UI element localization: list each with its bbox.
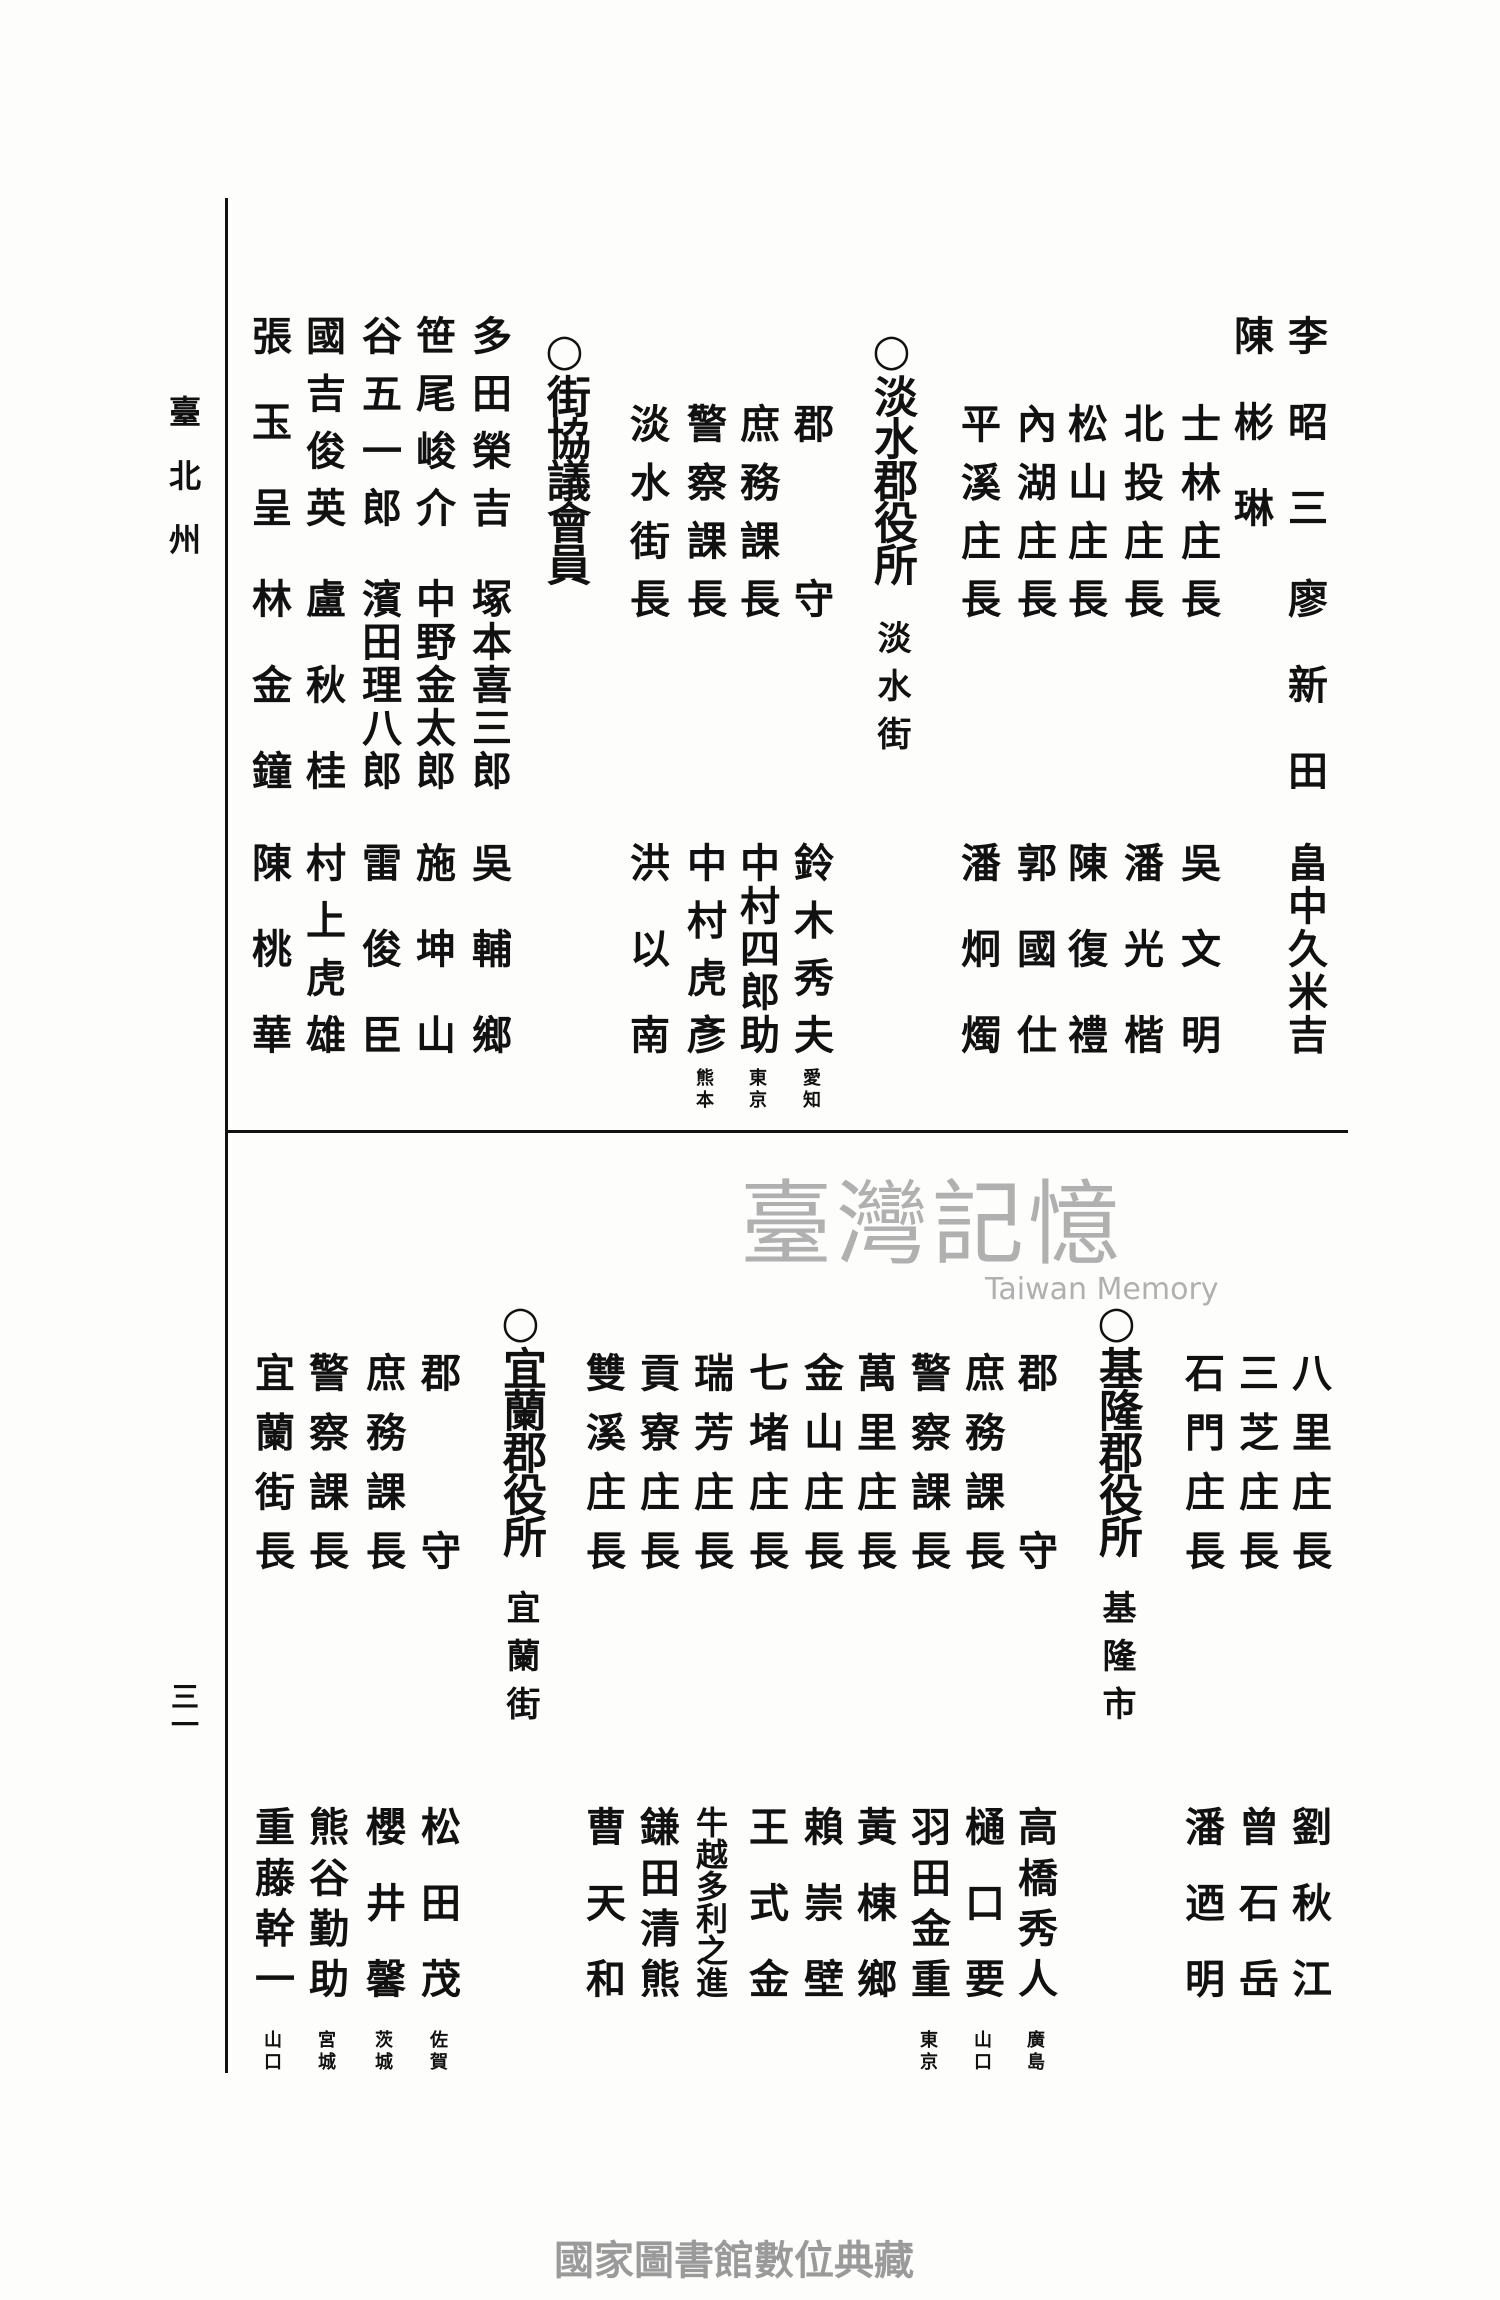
official-title: 警察課長 <box>680 403 727 637</box>
official-origin: 東京 <box>917 2030 938 2074</box>
official-origin: 東京 <box>746 1068 767 1112</box>
official-name: 重藤幹一 <box>248 1806 295 2009</box>
official-origin: 山口 <box>971 2030 992 2074</box>
official-name: 黃棟鄉 <box>850 1806 897 2034</box>
official-name: 羽田金重 <box>904 1806 951 2009</box>
page-number: 三一 <box>167 1682 200 1738</box>
official-origin: 佐賀 <box>427 2030 448 2074</box>
official-title: 郡守 <box>414 1352 461 1708</box>
council-member-name: 林金鐘 <box>245 578 292 836</box>
official-origin: 熊本 <box>693 1068 714 1112</box>
watermark-subtitle: Taiwan Memory <box>985 1272 1219 1307</box>
official-title: 平溪庄長 <box>954 403 1001 637</box>
official-name: 吳文明 <box>1174 842 1221 1100</box>
council-member-name: 吳輔鄉 <box>465 842 512 1100</box>
official-name: 鎌田清熊 <box>633 1806 680 2009</box>
official-title: 宜蘭街長 <box>248 1352 295 1590</box>
official-name: 曹天和 <box>579 1806 626 2034</box>
watermark-logo: 臺灣記憶 <box>740 1171 1125 1278</box>
member-name: 畠中久米吉 <box>1281 842 1328 1057</box>
official-name: 潘光楷 <box>1117 842 1164 1100</box>
member-name: 李昭三 <box>1281 315 1328 573</box>
official-title: 警察課長 <box>904 1352 951 1590</box>
official-name: 中村四郎助 <box>733 842 780 1057</box>
official-title: 士林庄長 <box>1174 403 1221 637</box>
council-member-name: 濱田理八郎 <box>355 578 402 793</box>
margin-rule <box>225 198 228 2073</box>
official-name: 中村虎彥 <box>680 842 727 1072</box>
official-name: 郭國仕 <box>1010 842 1057 1100</box>
official-title: 郡守 <box>1011 1352 1058 1708</box>
official-title: 三芝庄長 <box>1232 1352 1279 1590</box>
office-location: 淡水街 <box>871 620 911 764</box>
official-title: 庶務課長 <box>733 403 780 637</box>
official-origin: 宮城 <box>315 2030 336 2074</box>
official-name: 曾石岳 <box>1232 1806 1279 2034</box>
council-member-name: 施坤山 <box>409 842 456 1100</box>
council-member-name: 笹尾峻介 <box>409 315 456 545</box>
section-divider <box>227 1130 1348 1133</box>
official-title: 庶務課長 <box>958 1352 1005 1590</box>
council-member-name: 谷五一郎 <box>355 315 402 545</box>
council-member-name: 雷俊臣 <box>355 842 402 1100</box>
official-name: 牛越多利之進 <box>691 1806 729 1998</box>
member-name: 廖新田 <box>1281 578 1328 836</box>
council-heading: ○街協議會員 <box>539 325 590 584</box>
official-title: 北投庄長 <box>1117 403 1164 637</box>
official-title: 庶務課長 <box>359 1352 406 1590</box>
official-name: 王式金 <box>742 1806 789 2034</box>
official-title: 松山庄長 <box>1061 403 1108 637</box>
council-member-name: 張玉呈 <box>245 315 292 573</box>
office-location: 宜蘭街 <box>500 1590 540 1734</box>
council-member-name: 中野金太郎 <box>409 578 456 793</box>
office-heading: ○基隆郡役所 <box>1091 1297 1142 1556</box>
official-title: 瑞芳庄長 <box>687 1352 734 1590</box>
official-title: 內湖庄長 <box>1010 403 1057 637</box>
office-heading: ○淡水郡役所 <box>866 325 917 584</box>
council-member-name: 多田榮吉 <box>465 315 512 545</box>
council-member-name: 塚本喜三郎 <box>465 578 512 793</box>
official-name: 松田茂 <box>414 1806 461 2034</box>
council-member-name: 盧秋桂 <box>299 578 346 836</box>
official-name: 潘炯燭 <box>954 842 1001 1100</box>
official-title: 貢寮庄長 <box>633 1352 680 1590</box>
official-title: 郡守 <box>787 403 834 753</box>
council-member-name: 國吉俊英 <box>299 315 346 545</box>
official-title: 石門庄長 <box>1178 1352 1225 1590</box>
office-location: 基隆市 <box>1096 1590 1136 1734</box>
official-origin: 茨城 <box>372 2030 393 2074</box>
official-name: 潘迺明 <box>1178 1806 1225 2034</box>
council-member-name: 陳桃華 <box>245 842 292 1100</box>
official-name: 鈴木秀夫 <box>787 842 834 1072</box>
official-title: 萬里庄長 <box>850 1352 897 1590</box>
official-title: 金山庄長 <box>797 1352 844 1590</box>
margin-prefecture: 臺北州 <box>164 395 202 587</box>
official-name: 熊谷勤助 <box>302 1806 349 2009</box>
official-title: 雙溪庄長 <box>579 1352 626 1590</box>
official-name: 賴崇壁 <box>797 1806 844 2034</box>
official-title: 七堵庄長 <box>742 1352 789 1590</box>
official-name: 洪以南 <box>623 842 670 1100</box>
official-name: 劉秋江 <box>1285 1806 1332 2034</box>
member-name: 陳彬琳 <box>1227 315 1274 573</box>
council-member-name: 村上虎雄 <box>299 842 346 1072</box>
official-title: 八里庄長 <box>1285 1352 1332 1590</box>
official-title: 警察課長 <box>302 1352 349 1590</box>
office-heading: ○宜蘭郡役所 <box>495 1297 546 1556</box>
official-name: 櫻井馨 <box>359 1806 406 2034</box>
official-name: 陳復禮 <box>1061 842 1108 1100</box>
official-title: 淡水街長 <box>623 403 670 637</box>
official-origin: 愛知 <box>800 1068 821 1112</box>
official-name: 樋口要 <box>958 1806 1005 2034</box>
official-origin: 山口 <box>261 2030 282 2074</box>
official-origin: 廣島 <box>1024 2030 1045 2074</box>
official-name: 高橋秀人 <box>1011 1806 1058 2009</box>
footer-collection: 國家圖書館數位典藏 <box>554 2238 914 2284</box>
